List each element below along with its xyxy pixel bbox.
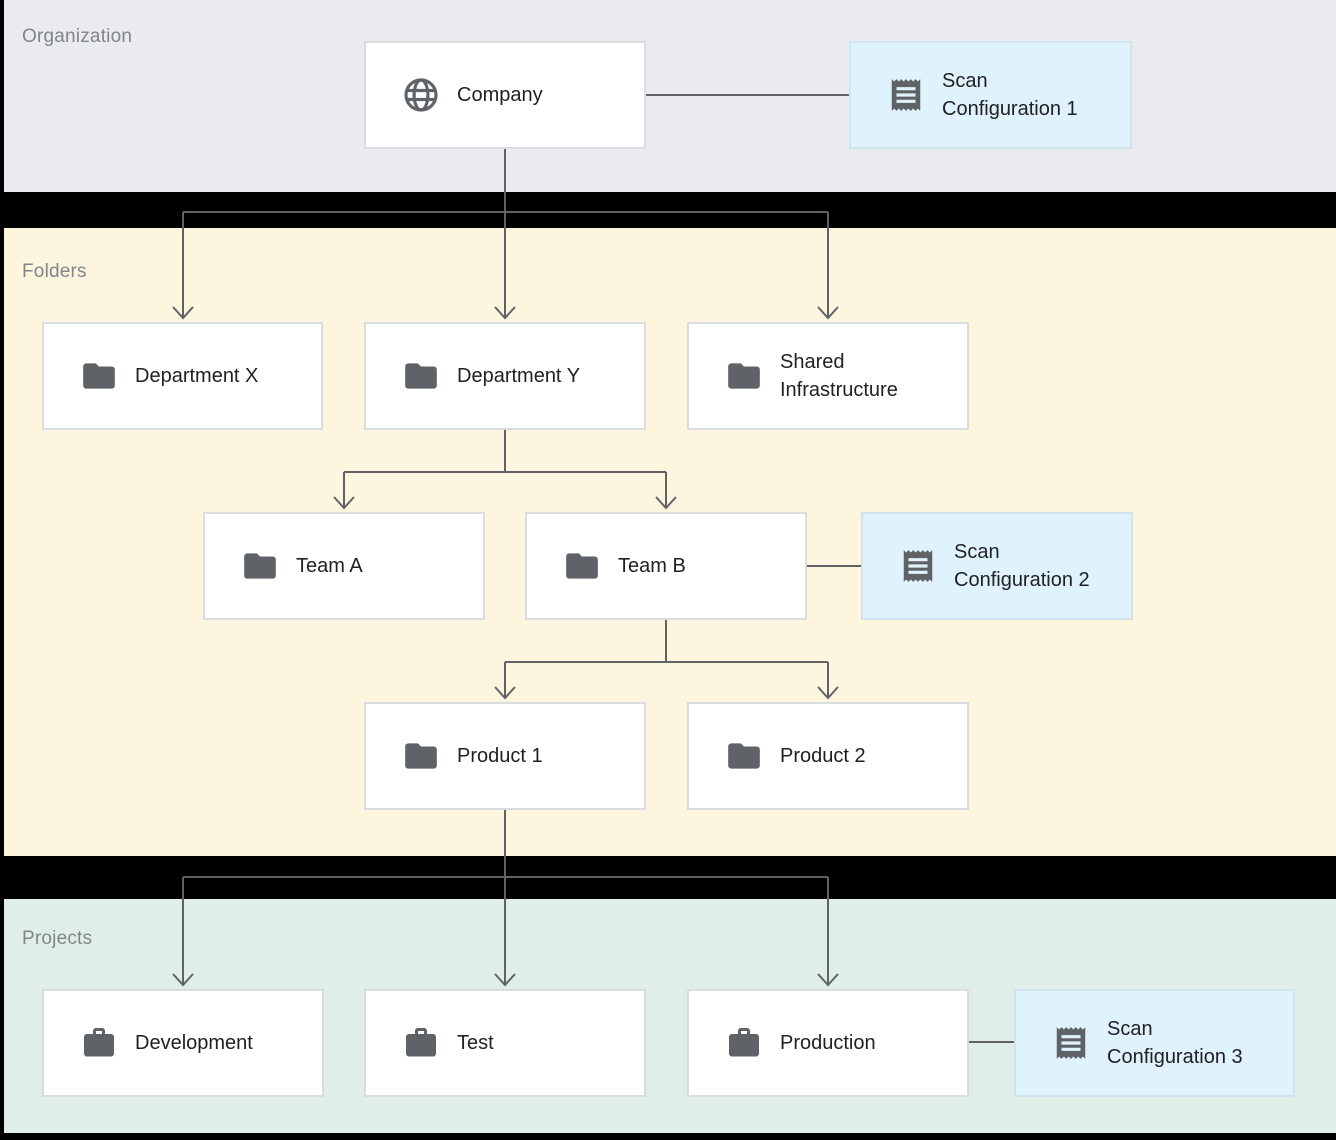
test-label: Test [457, 1032, 494, 1054]
folder-icon [725, 357, 763, 395]
organization-section: Organization [4, 0, 1336, 192]
department-x-node: Department X [42, 322, 323, 430]
receipt-icon [887, 76, 925, 114]
product-2-node: Product 2 [687, 702, 969, 810]
team-b-node: Team B [525, 512, 807, 620]
folder-icon [402, 357, 440, 395]
receipt-icon [899, 547, 937, 585]
production-label: Production [780, 1032, 876, 1054]
shared-infrastructure-label: Shared Infrastructure [780, 351, 898, 401]
scan-configuration-3-label: Scan Configuration 3 [1107, 1018, 1243, 1068]
scan-configuration-3-node: Scan Configuration 3 [1014, 989, 1295, 1097]
product-2-label: Product 2 [780, 745, 866, 767]
product-1-label: Product 1 [457, 745, 543, 767]
department-x-label: Department X [135, 365, 259, 387]
department-y-label: Department Y [457, 365, 581, 387]
folder-icon [402, 737, 440, 775]
projects-section-label: Projects [22, 928, 93, 949]
folder-icon [241, 547, 279, 585]
test-node: Test [364, 989, 646, 1097]
briefcase-icon [725, 1024, 763, 1062]
development-node: Development [42, 989, 324, 1097]
receipt-icon [1052, 1024, 1090, 1062]
development-label: Development [135, 1032, 253, 1054]
scan-configuration-1-label: Scan Configuration 1 [942, 70, 1078, 120]
briefcase-icon [402, 1024, 440, 1062]
team-b-label: Team B [618, 555, 686, 577]
globe-icon [402, 76, 440, 114]
product-1-node: Product 1 [364, 702, 646, 810]
scan-configuration-2-label: Scan Configuration 2 [954, 541, 1090, 591]
team-a-label: Team A [296, 555, 363, 577]
shared-infrastructure-node: Shared Infrastructure [687, 322, 969, 430]
production-node: Production [687, 989, 969, 1097]
department-y-node: Department Y [364, 322, 646, 430]
briefcase-icon [80, 1024, 118, 1062]
scan-configuration-1-node: Scan Configuration 1 [849, 41, 1132, 149]
folder-icon [725, 737, 763, 775]
folder-icon [563, 547, 601, 585]
folders-section-label: Folders [22, 261, 87, 282]
folder-icon [80, 357, 118, 395]
company-label: Company [457, 84, 543, 106]
company-node: Company [364, 41, 646, 149]
scan-configuration-2-node: Scan Configuration 2 [861, 512, 1133, 620]
organization-section-label: Organization [22, 26, 133, 47]
team-a-node: Team A [203, 512, 485, 620]
